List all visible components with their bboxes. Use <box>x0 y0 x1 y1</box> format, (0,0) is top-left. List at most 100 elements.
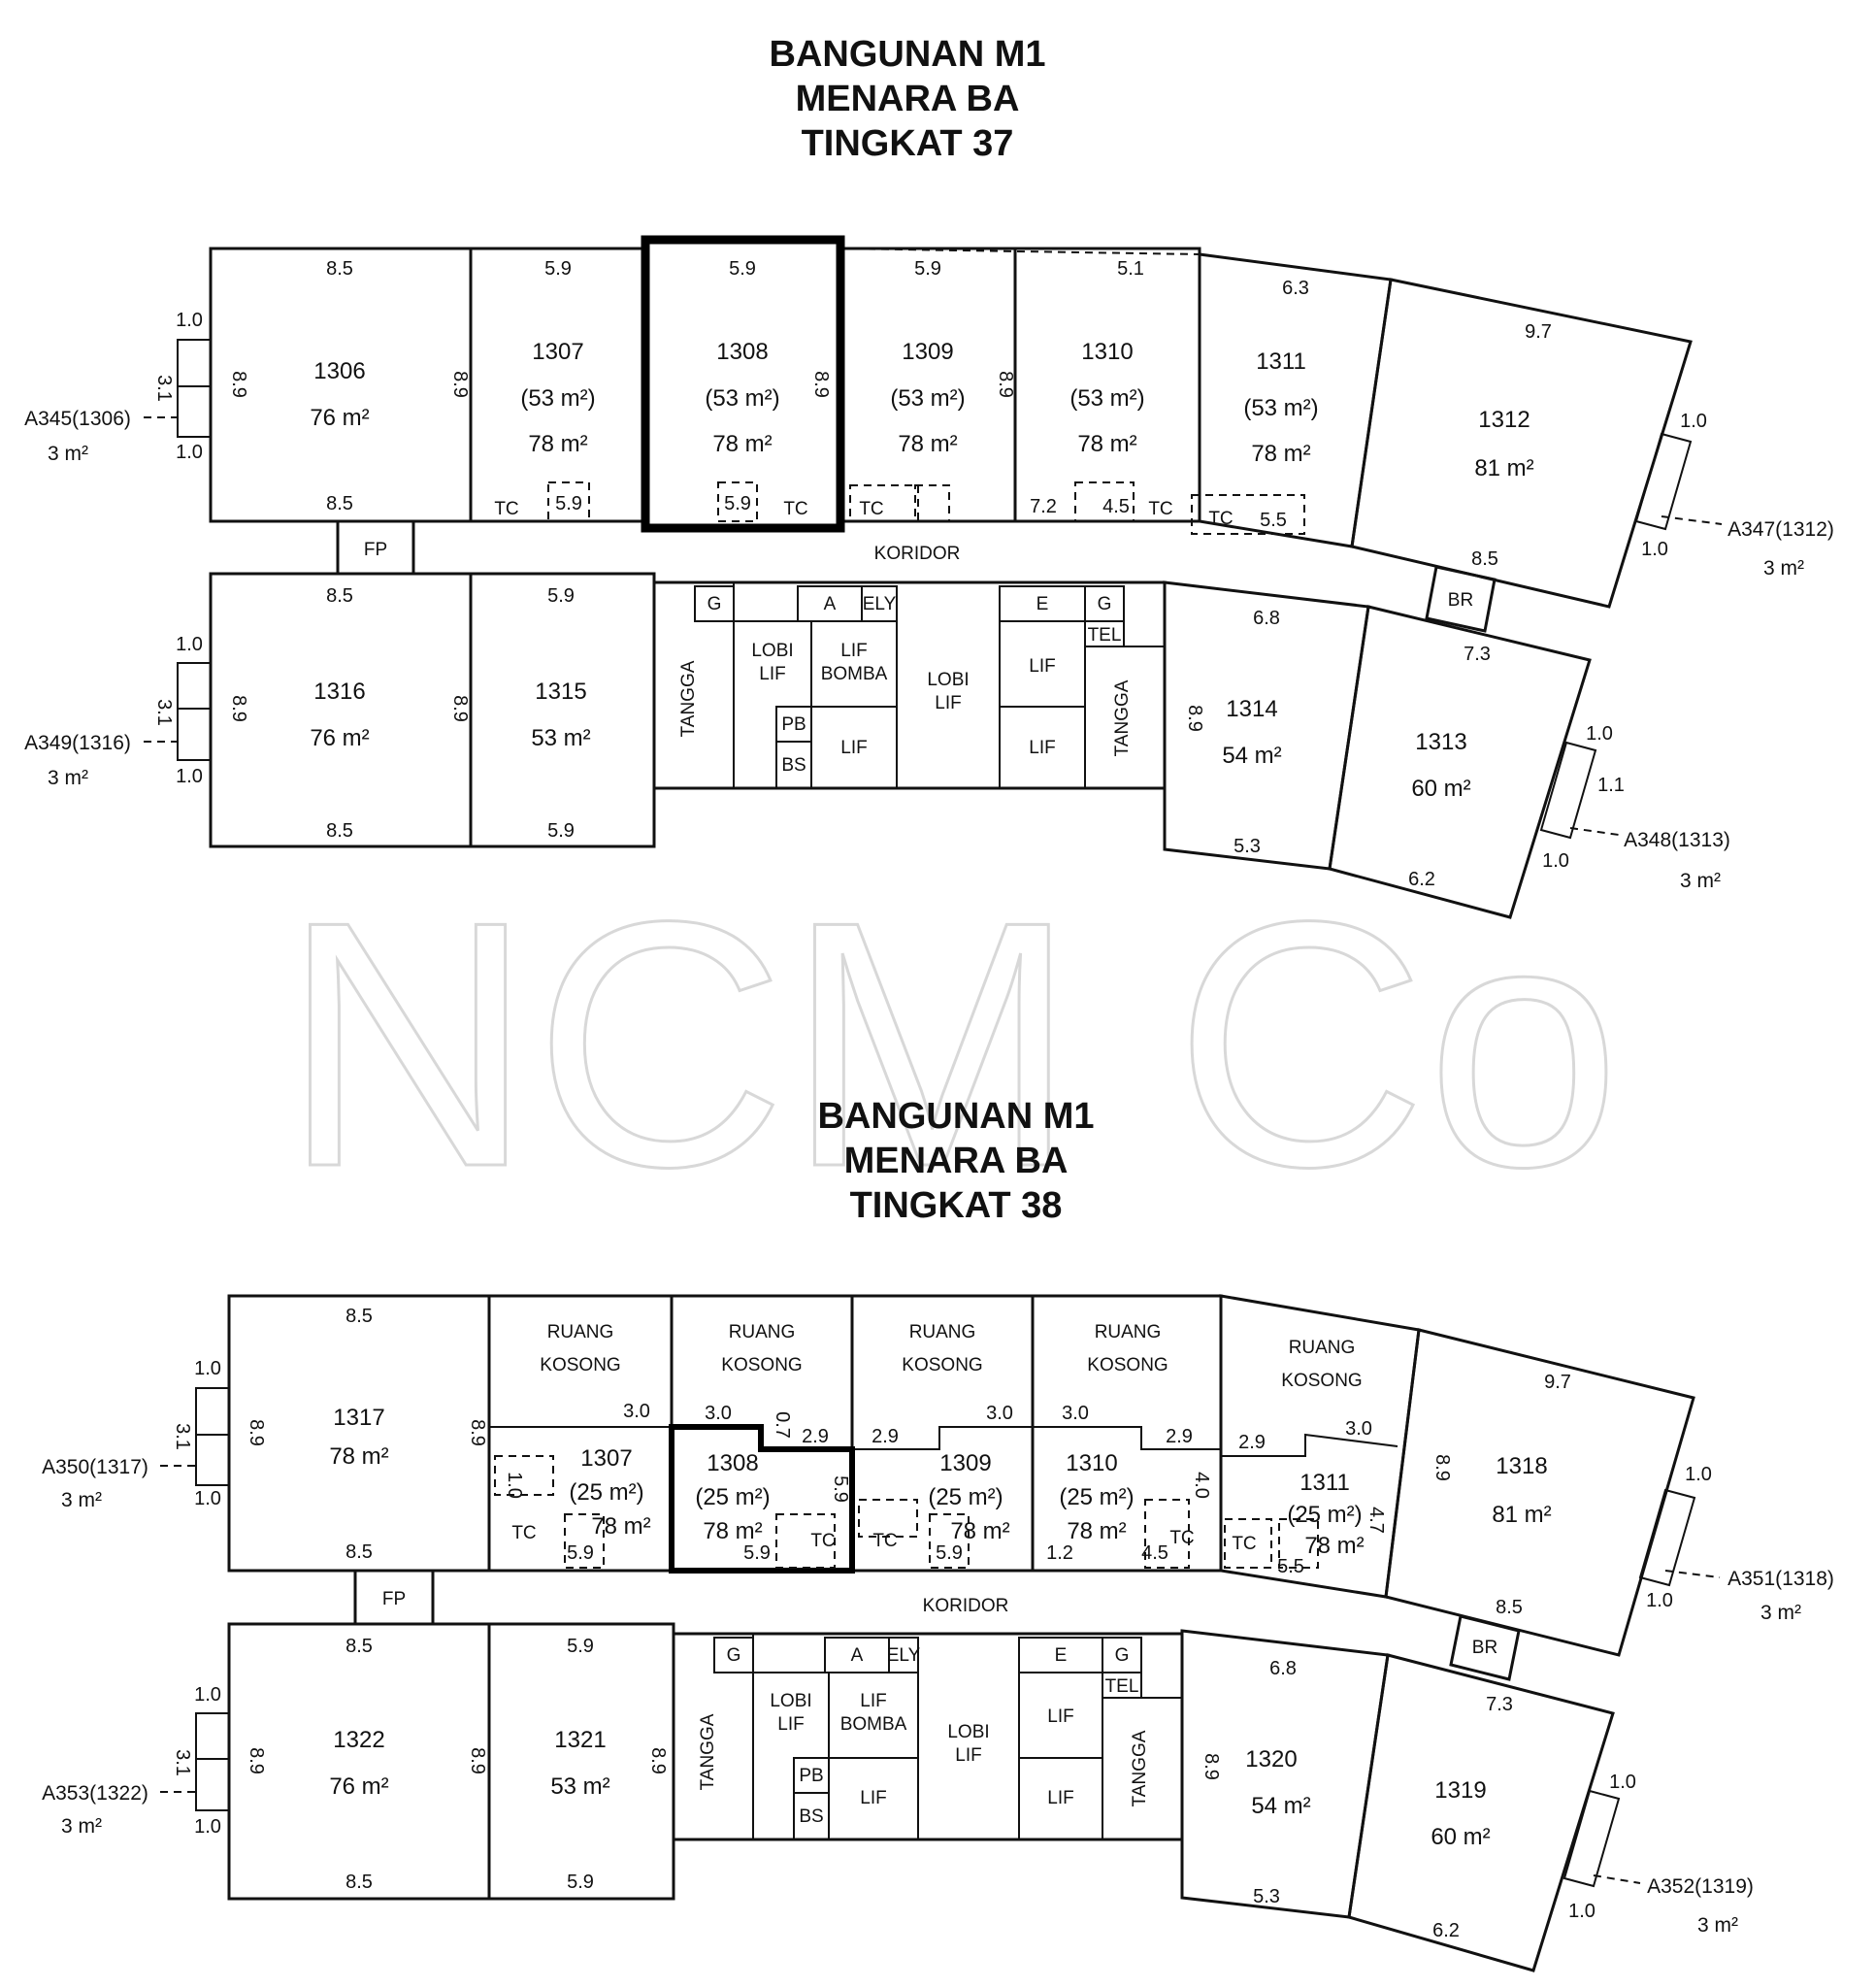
dimension-label: 5.9 <box>547 820 575 842</box>
tc-box <box>858 1499 918 1538</box>
dimension-label: 8.9 <box>449 695 471 722</box>
ruang-kosong-label: KOSONG <box>902 1355 982 1375</box>
tc-label: TC <box>810 1531 835 1551</box>
tangga-label: TANGGA <box>1130 1730 1150 1806</box>
dimension-label: 8.9 <box>810 371 832 398</box>
dimension-label: 0.7 <box>772 1411 793 1439</box>
tc-box <box>547 481 590 522</box>
unit-1308-highlight[interactable] <box>669 1424 855 1574</box>
dimension-label: 1.1 <box>1597 775 1625 796</box>
lobi-label: LOBI <box>947 1722 989 1742</box>
dimension-label: 5.5 <box>1277 1556 1304 1577</box>
dimension-label: 7.3 <box>1464 644 1491 665</box>
unit-area: 76 m² <box>310 725 369 751</box>
dimension-label: 3.0 <box>705 1403 732 1424</box>
leader-a351 <box>1664 1570 1721 1578</box>
unit-sub-area: (25 m²) <box>928 1484 1003 1510</box>
dimension-label: 1.0 <box>176 310 203 331</box>
lif-label: LIF <box>1047 1706 1073 1727</box>
dimension-label: 8.5 <box>345 1872 373 1893</box>
unit-number: 1308 <box>707 1450 758 1476</box>
unit-number: 1313 <box>1415 729 1466 755</box>
unit-1318-outline[interactable] <box>1384 1328 1695 1657</box>
ruang-kosong-label: RUANG <box>729 1322 796 1342</box>
dimension-label: 8.9 <box>467 1419 488 1446</box>
tc-box <box>914 484 950 522</box>
dimension-label: 1.0 <box>1685 1464 1712 1485</box>
unit-sub-area: (53 m²) <box>1069 385 1144 412</box>
ruang-divider <box>1221 1433 1398 1457</box>
dimension-label: 5.9 <box>567 1542 594 1564</box>
bs-box <box>793 1792 830 1840</box>
ely-label: ELY <box>863 594 897 614</box>
dimension-label: 1.0 <box>1609 1772 1636 1793</box>
tc-label: TC <box>494 499 518 519</box>
unit-number: 1309 <box>902 339 953 365</box>
dimension-label: 8.5 <box>326 493 353 514</box>
dimension-label: 8.5 <box>345 1541 373 1563</box>
dimension-label: 3.1 <box>172 1423 193 1450</box>
dimension-label: 8.5 <box>326 820 353 842</box>
accessory-code: A350(1317) <box>42 1456 148 1478</box>
dimension-label: 2.9 <box>1166 1426 1193 1447</box>
unit-1315-outline[interactable] <box>469 572 656 848</box>
unit-1319-outline[interactable] <box>1347 1653 1615 1972</box>
stair-right <box>1084 646 1166 789</box>
unit-number: 1318 <box>1496 1453 1547 1479</box>
unit-sub-area: (53 m²) <box>890 385 965 412</box>
unit-1322-outline[interactable] <box>227 1622 491 1901</box>
ruang-kosong-label: RUANG <box>909 1322 976 1342</box>
lobi-label: LIF <box>777 1714 804 1735</box>
dimension-label: 8.9 <box>1184 705 1205 732</box>
unit-number: 1317 <box>333 1405 384 1431</box>
accessory-box-a352 <box>1562 1789 1621 1888</box>
unit-1317-outline[interactable] <box>227 1294 491 1573</box>
dimension-label: 3.1 <box>153 375 175 402</box>
dimension-label: 5.3 <box>1253 1886 1280 1907</box>
tc-label: TC <box>1169 1528 1194 1548</box>
accessory-area: 3 m² <box>1680 870 1721 892</box>
unit-area: 78 m² <box>703 1518 762 1544</box>
dimension-label: 1.0 <box>194 1358 221 1379</box>
accessory-box-a353 <box>195 1712 230 1811</box>
unit-area: 76 m² <box>310 405 369 431</box>
accessory-box-a351 <box>1638 1488 1696 1587</box>
floor-title-line-3: TINGKAT 37 <box>802 123 1014 164</box>
dimension-label: 1.0 <box>176 766 203 787</box>
dimension-label: 1.0 <box>194 1684 221 1706</box>
tc-label: TC <box>872 1531 897 1551</box>
pb-label: PB <box>799 1766 823 1786</box>
unit-1312-outline[interactable] <box>1350 278 1693 609</box>
unit-area: 78 m² <box>1304 1533 1364 1559</box>
dimension-label: 2.9 <box>802 1426 829 1447</box>
dimension-label: 7.2 <box>1030 496 1057 517</box>
dimension-label: 1.0 <box>1542 850 1569 872</box>
ruang-kosong-label: RUANG <box>547 1322 614 1342</box>
tc-box <box>775 1513 836 1569</box>
accessory-code: A352(1319) <box>1647 1875 1754 1898</box>
tel-label: TEL <box>1105 1676 1139 1697</box>
g-label: G <box>727 1645 741 1666</box>
unit-number: 1311 <box>1299 1470 1350 1496</box>
dimension-label: 3.1 <box>153 699 175 726</box>
unit-area: 53 m² <box>550 1773 609 1800</box>
unit-1321-outline[interactable] <box>487 1622 675 1901</box>
dimension-label: 8.9 <box>467 1747 488 1774</box>
unit-number: 1309 <box>939 1450 991 1476</box>
a-label: A <box>824 594 837 614</box>
accessory-box-a350 <box>195 1387 230 1486</box>
tangga-label: TANGGA <box>1112 679 1133 756</box>
br-shaft <box>1425 565 1497 633</box>
unit-number: 1316 <box>313 679 365 705</box>
dimension-label: 1.0 <box>1568 1901 1595 1922</box>
unit-1308-highlight[interactable] <box>641 235 845 533</box>
dimension-label: 2.9 <box>1238 1432 1266 1453</box>
accessory-box-a347 <box>1634 432 1693 531</box>
tc-box <box>929 1513 970 1569</box>
unit-1313-outline[interactable] <box>1328 605 1592 919</box>
core-area <box>652 580 1167 790</box>
dimension-label: 1.0 <box>194 1488 221 1509</box>
accessory-box-a345 <box>177 339 212 438</box>
dimension-label: 5.1 <box>1117 258 1144 280</box>
unit-number: 1314 <box>1226 696 1277 722</box>
